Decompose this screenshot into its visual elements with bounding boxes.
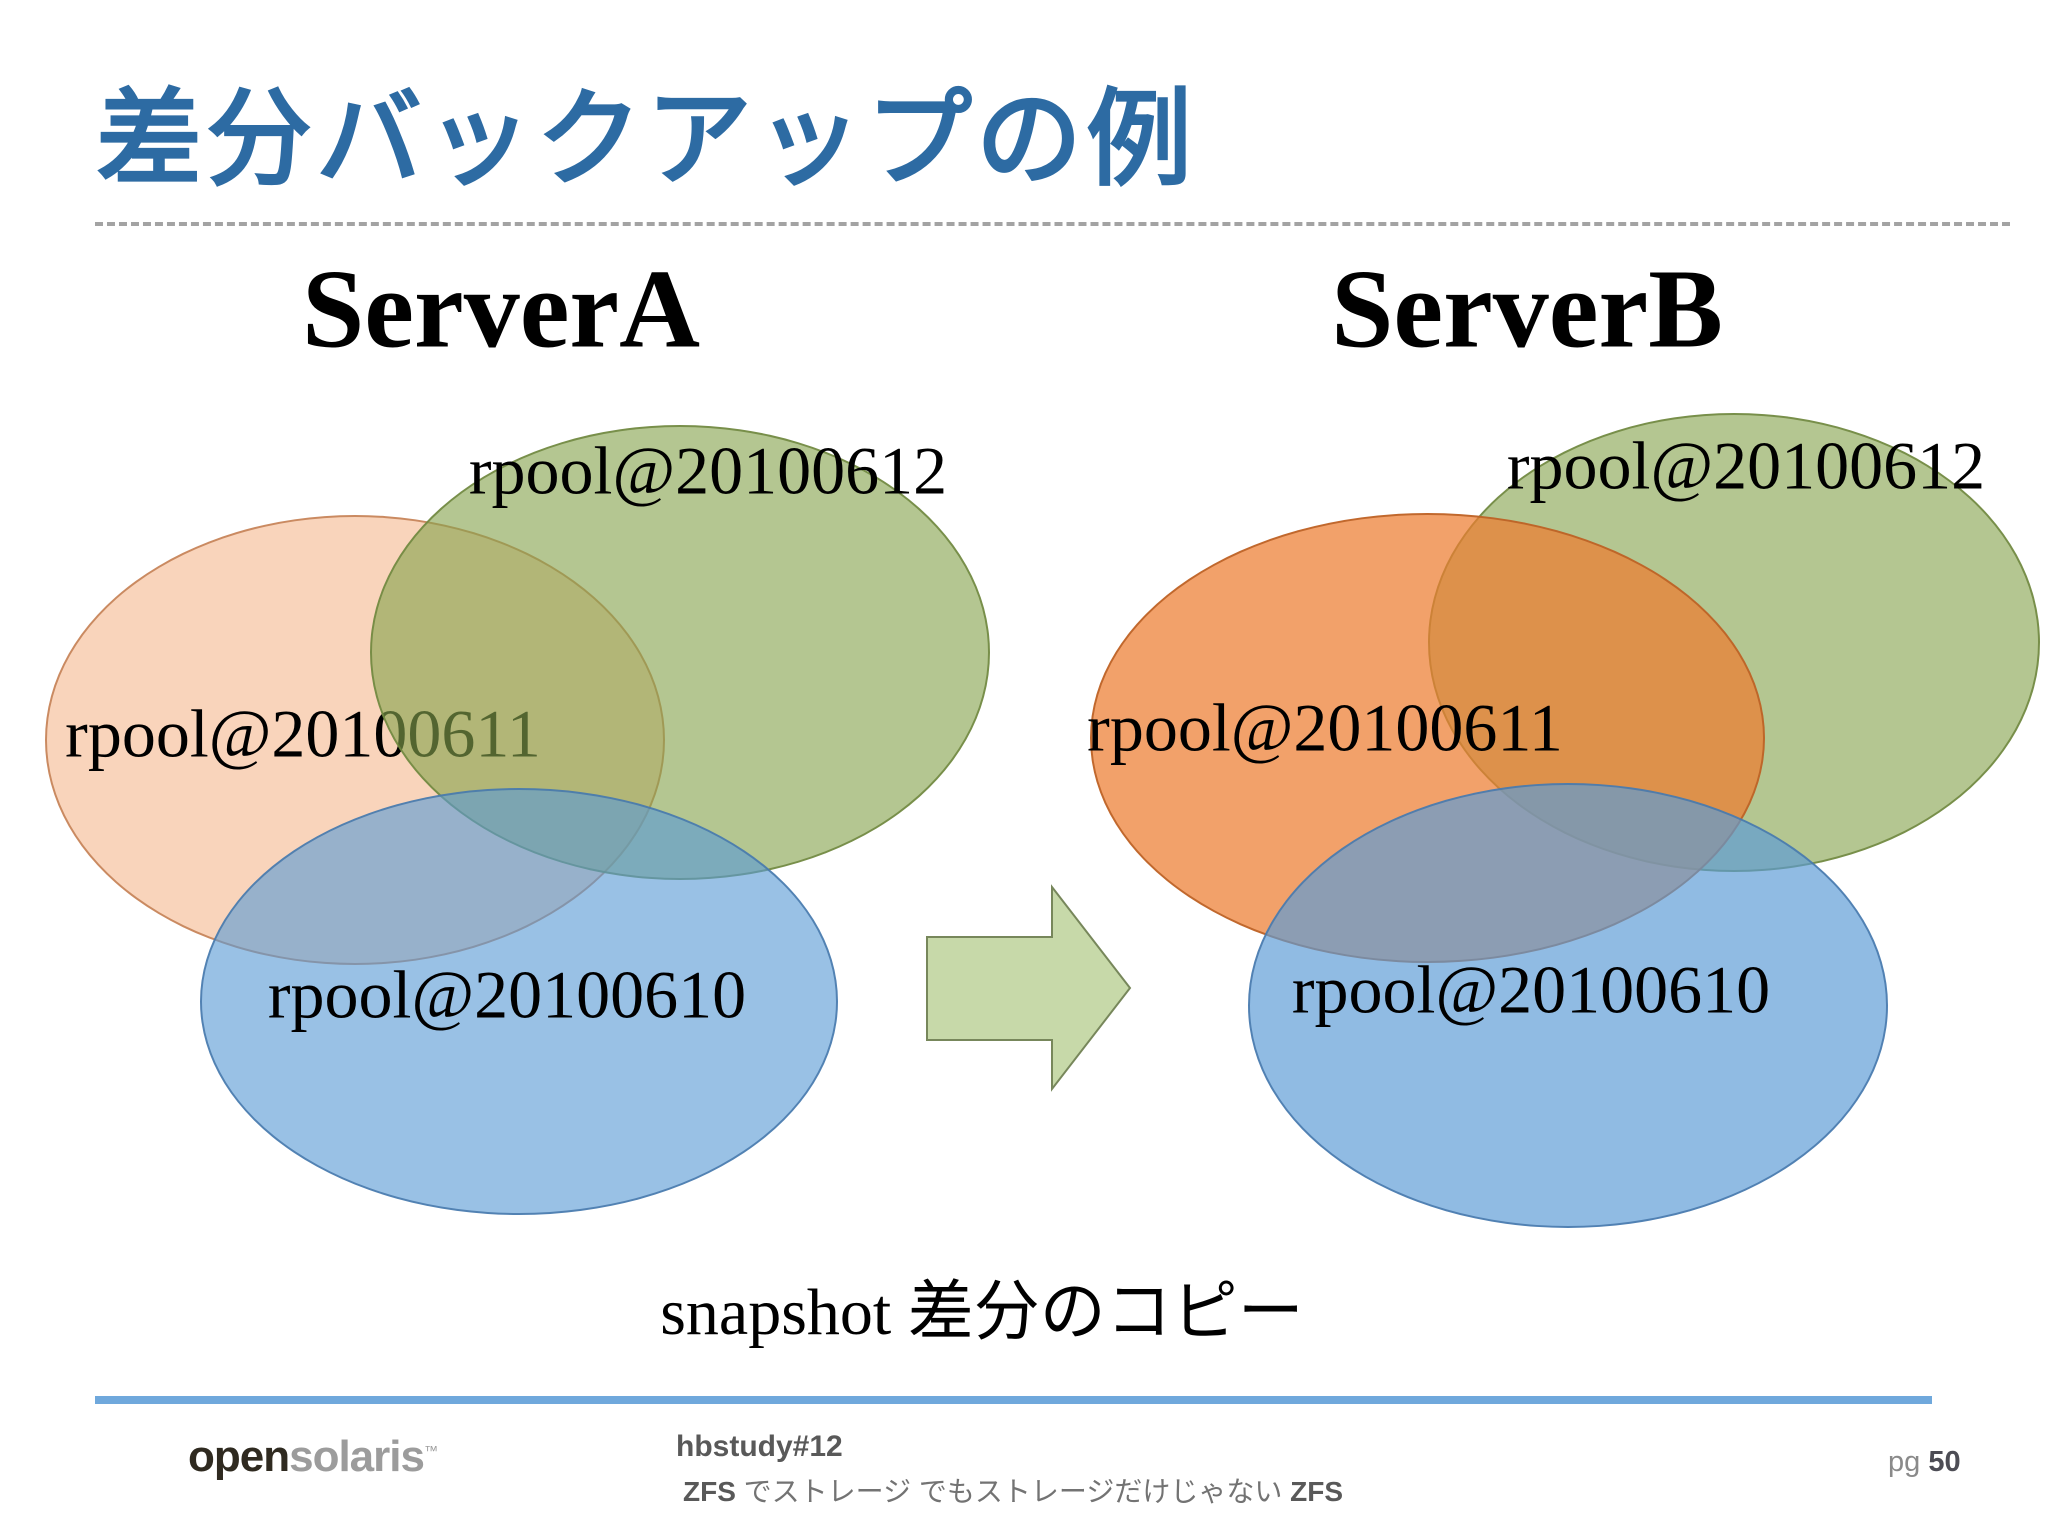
server-a-ellipse-20100610 [200,788,838,1215]
server-a-snapshot-20100610-label: rpool@20100610 [267,956,747,1033]
server-b-ellipse-20100610 [1248,783,1888,1228]
page-number-value: 50 [1928,1446,1961,1478]
wordmark-open: open [188,1432,290,1481]
opensolaris-wordmark: opensolaris™ [188,1432,438,1482]
server-b-snapshot-20100611-label: rpool@20100611 [1087,689,1563,766]
server-a-heading: ServerA [301,247,701,372]
page-label: pg [1888,1446,1929,1478]
right-arrow-icon [920,880,1140,1096]
wordmark-solaris: solaris [289,1432,425,1481]
footer-accent-line [95,1396,1932,1404]
footer-event-text: hbstudy#12 [676,1430,843,1463]
server-b-snapshot-20100612-label: rpool@20100612 [1506,427,1986,504]
tagline-zfs-right: ZFS [1290,1476,1344,1507]
server-a-snapshot-20100612-label: rpool@20100612 [468,432,948,509]
page-title: 差分バックアップの例 [96,81,1196,199]
tagline-zfs-left: ZFS [683,1476,736,1507]
server-b-heading: ServerB [1331,247,1723,372]
footer-tagline: ZFS でストレージ でもストレージだけじゃない ZFS [683,1470,1343,1510]
tagline-middle: でストレージ でもストレージだけじゃない [735,1476,1291,1507]
page-number: pg 50 [1888,1446,1961,1479]
server-b-snapshot-20100610-label: rpool@20100610 [1291,951,1771,1028]
trademark-symbol: ™ [423,1442,438,1459]
caption: snapshot 差分のコピー [660,1276,1304,1349]
title-divider [95,222,2010,226]
